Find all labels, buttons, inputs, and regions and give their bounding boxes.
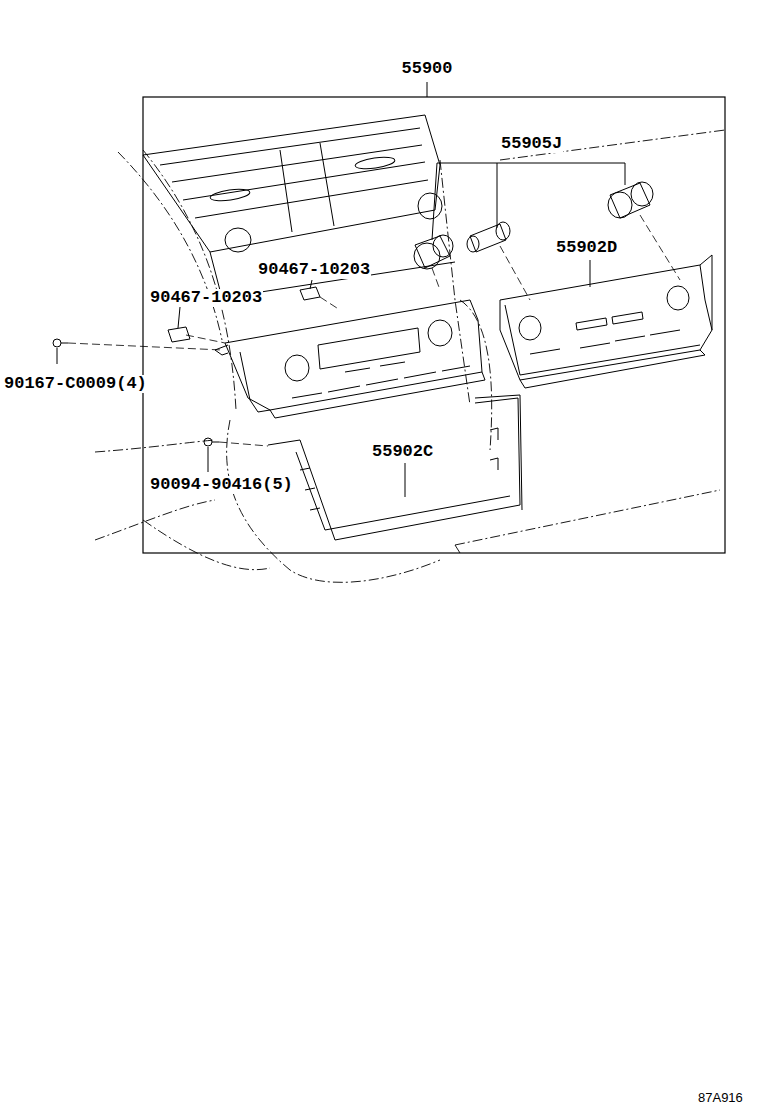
part-number: 90467-10203 xyxy=(257,261,371,279)
part-number: 55902C xyxy=(371,443,434,461)
part-number: 55900 xyxy=(400,60,453,78)
part-number: 55905J xyxy=(500,135,563,153)
part-number: 55902D xyxy=(555,239,618,257)
part-number: 90167-C0009(4) xyxy=(3,375,148,393)
figure-code: 87A916 xyxy=(697,1091,744,1105)
part-number: 90094-90416(5) xyxy=(149,476,294,494)
part-number: 90467-10203 xyxy=(149,289,263,307)
